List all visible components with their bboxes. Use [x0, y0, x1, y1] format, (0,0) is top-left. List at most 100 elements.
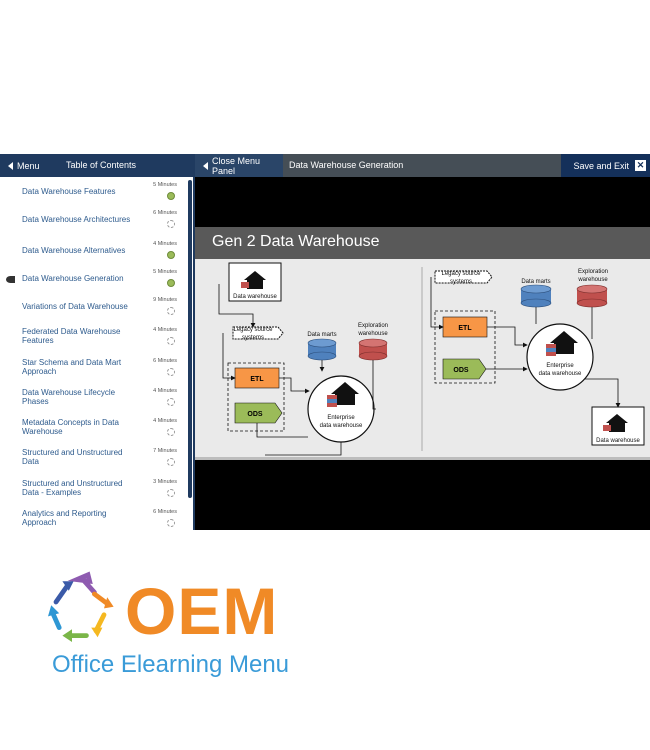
exploration-cylinder-right: [576, 284, 608, 308]
legacy-label-line2: systems: [242, 335, 264, 341]
toc-item[interactable]: Data Warehouse Alternatives 4 Minutes: [0, 241, 186, 271]
close-menu-panel-button[interactable]: Close Menu Panel: [195, 154, 283, 177]
data-warehouse-label: Data warehouse: [233, 294, 277, 300]
etl-label: ETL: [250, 376, 264, 383]
legacy-label-right-line2: systems: [450, 279, 472, 285]
arrow-edw-to-dw-right: [585, 378, 621, 408]
chevron-left-icon: [203, 161, 208, 170]
toc-item[interactable]: Structured and Unstructured Data - Examp…: [0, 479, 186, 509]
toc-item[interactable]: Structured and Unstructured Data 7 Minute…: [0, 448, 186, 478]
enterprise-label-right-line2: data warehouse: [539, 371, 582, 377]
etl-ods-group: [227, 362, 285, 432]
legacy-source-systems-box: [232, 326, 284, 340]
exploration-label-line1: Exploration: [358, 323, 388, 329]
toc-item-duration: 4 Minutes: [153, 418, 177, 424]
enterprise-label-line2: data warehouse: [320, 423, 363, 429]
etl-ods-group-right: [434, 310, 496, 384]
menu-label: Menu: [17, 160, 40, 171]
toc-item-duration: 4 Minutes: [153, 241, 177, 247]
menu-button[interactable]: Menu: [0, 154, 45, 177]
toc-item-duration: 7 Minutes: [153, 448, 177, 454]
toc-item-label: Analytics and Reporting Approach: [22, 509, 107, 527]
close-menu-panel-label: Close Menu Panel: [212, 155, 261, 176]
arrow-edw-to-explore: [372, 360, 376, 410]
toc-item-label: Data Warehouse Generation: [22, 274, 124, 283]
data-marts-cylinder: [307, 338, 337, 361]
completed-status-icon: [167, 192, 175, 200]
legacy-label-line1: Legacy source: [233, 327, 273, 333]
toc-item-label: Data Warehouse Features: [22, 187, 116, 196]
lesson-title: Data Warehouse Generation: [283, 154, 561, 177]
toc-item-duration: 6 Minutes: [153, 358, 177, 364]
enterprise-house-icon-right: [546, 331, 578, 356]
incomplete-status-icon: [167, 398, 175, 406]
incomplete-status-icon: [167, 307, 175, 315]
toc-item-label: Variations of Data Warehouse: [22, 302, 128, 311]
toc-item-label: Federated Data Warehouse Features: [22, 327, 121, 345]
exploration-label-line2: warehouse: [357, 331, 388, 337]
ods-box-right: [442, 358, 487, 380]
arrow-etl-to-edw: [279, 377, 310, 394]
toc-item[interactable]: Federated Data Warehouse Features 4 Minut…: [0, 327, 186, 357]
logo-tagline: Office Elearning Menu: [52, 651, 290, 678]
chevron-left-icon: [8, 161, 13, 170]
incomplete-status-icon: [167, 428, 175, 436]
exploration-label-right-line2: warehouse: [577, 277, 608, 283]
toc-item-label: Data Warehouse Alternatives: [22, 246, 126, 255]
etl-label-right: ETL: [458, 325, 472, 332]
arrow-ods-to-edw: [256, 423, 308, 438]
data-marts-label: Data marts: [307, 332, 336, 338]
toc-item-label: Metadata Concepts in Data Warehouse: [22, 418, 119, 436]
incomplete-status-icon: [167, 519, 175, 527]
ods-box: [234, 402, 283, 424]
toc-item-duration: 5 Minutes: [153, 182, 177, 188]
toc-item[interactable]: Star Schema and Data Mart Approach 6 Minu…: [0, 358, 186, 388]
save-and-exit-label: Save and Exit: [573, 160, 629, 171]
toc-item-duration: 4 Minutes: [153, 327, 177, 333]
slide: Gen 2 Data Warehouse Data wa: [195, 227, 650, 460]
toc-item-duration: 4 Minutes: [153, 388, 177, 394]
toc-item[interactable]: Data Warehouse Features 5 Minutes: [0, 182, 186, 212]
toc-item[interactable]: Metadata Concepts in Data Warehouse 4 Min…: [0, 418, 186, 448]
scrollbar-thumb[interactable]: [188, 180, 192, 498]
toc-item[interactable]: Analytics and Reporting Approach 6 Minute…: [0, 509, 186, 539]
incomplete-status-icon: [167, 368, 175, 376]
arrow-legacy-to-etl: [222, 333, 236, 381]
exploration-label-right-line1: Exploration: [578, 269, 608, 275]
enterprise-label-line1: Enterprise: [327, 415, 355, 421]
toc-item-duration: 9 Minutes: [153, 297, 177, 303]
arrow-dw-to-legacy: [218, 284, 256, 328]
slide-viewer: Gen 2 Data Warehouse Data wa: [195, 177, 650, 530]
data-marts-label-right: Data marts: [521, 279, 550, 285]
toc-item-label: Star Schema and Data Mart Approach: [22, 358, 122, 376]
incomplete-status-icon: [167, 337, 175, 345]
architecture-diagram: Data warehouse Legacy source systems Dat…: [218, 262, 645, 456]
save-and-exit-button[interactable]: Save and Exit ✕: [561, 154, 650, 177]
slide-title-bar: Gen 2 Data Warehouse: [195, 227, 650, 259]
close-icon[interactable]: ✕: [635, 160, 646, 171]
arrow-etl-to-edw-right: [487, 326, 528, 348]
oem-logo-arrows-icon: [48, 571, 114, 642]
warehouse-house-icon: [241, 271, 266, 289]
toc-item-duration: 3 Minutes: [153, 479, 177, 485]
enterprise-label-right-line1: Enterprise: [546, 363, 574, 369]
top-bar: Menu Table of Contents Close Menu Panel …: [0, 154, 650, 177]
sidebar-divider: [193, 177, 195, 530]
enterprise-house-icon: [327, 382, 359, 407]
logo-wordmark: OEM: [125, 574, 279, 648]
slide-title: Gen 2 Data Warehouse: [212, 233, 380, 250]
incomplete-status-icon: [167, 220, 175, 228]
ods-label: ODS: [247, 411, 263, 418]
toc-item[interactable]: Variations of Data Warehouse 9 Minutes: [0, 297, 186, 327]
arrow-edw-bottom: [265, 442, 342, 456]
toc-item-duration: 6 Minutes: [153, 509, 177, 515]
toc-item-label: Structured and Unstructured Data: [22, 448, 123, 466]
incomplete-status-icon: [167, 458, 175, 466]
warehouse-house-icon-right: [603, 414, 628, 432]
data-warehouse-label-right: Data warehouse: [596, 438, 640, 444]
toc-item-label: Structured and Unstructured Data - Examp…: [22, 479, 123, 497]
